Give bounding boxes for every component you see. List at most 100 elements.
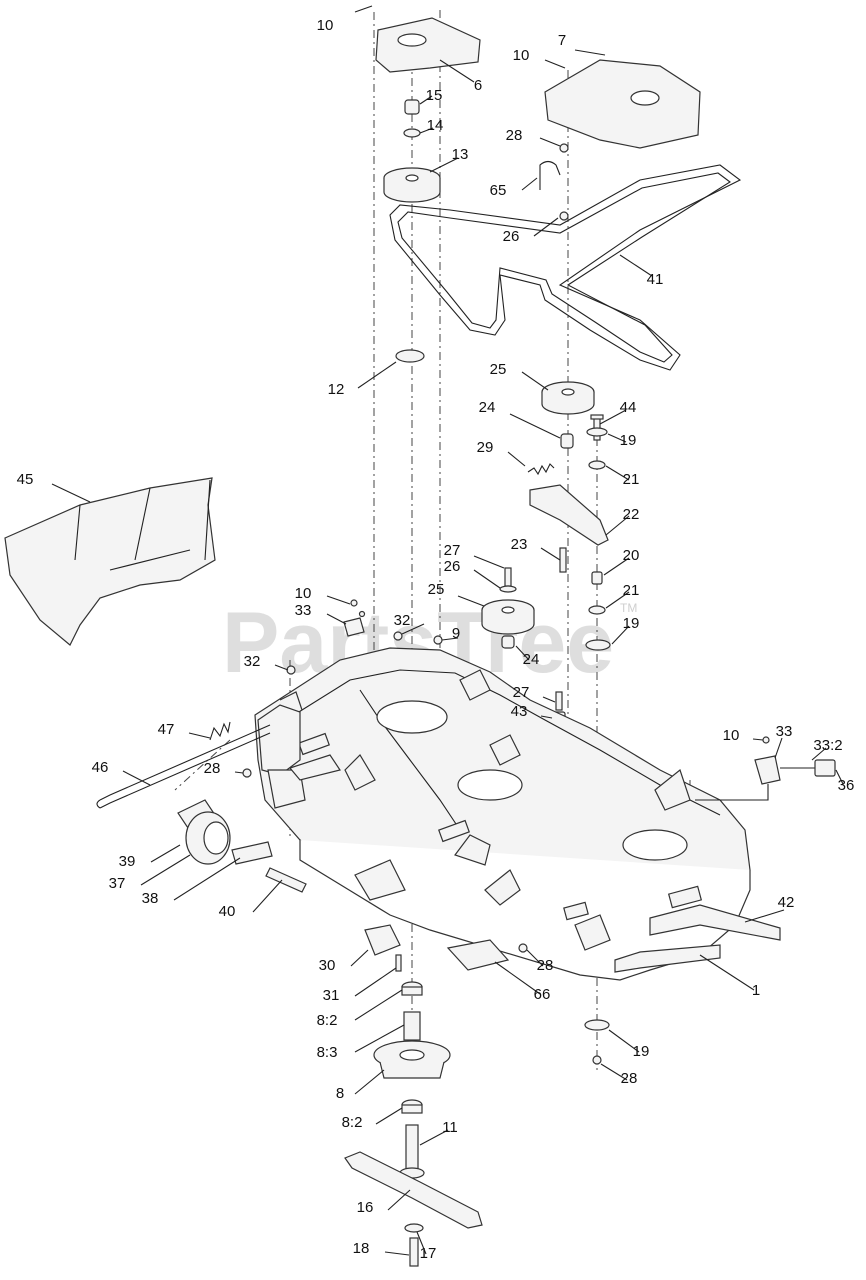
callout-leader <box>354 5 373 13</box>
callout-label: 10 <box>295 585 312 602</box>
callout-leader <box>387 1189 411 1211</box>
callout-label: 21 <box>623 582 640 599</box>
bolt-9 <box>433 635 443 645</box>
small-hardware-top <box>539 143 569 221</box>
lower-hardware <box>364 924 528 972</box>
idler-arm-22 <box>529 484 609 546</box>
callout-leader <box>401 623 425 635</box>
callout-leader <box>507 451 526 467</box>
blade-16 <box>344 1151 483 1229</box>
callout-label: 30 <box>319 957 336 974</box>
idler-pulley-25-mid <box>481 567 535 649</box>
callout-label: 65 <box>490 182 507 199</box>
nut-32-b <box>286 665 296 675</box>
washer-17 <box>404 1223 424 1233</box>
callout-leader <box>326 613 347 625</box>
callout-leader <box>599 409 627 425</box>
callout-label: 37 <box>109 875 126 892</box>
washer-19-lower <box>584 1019 610 1031</box>
callout-label: 29 <box>477 439 494 456</box>
callout-label: 27 <box>513 684 530 701</box>
callout-label: 28 <box>204 760 221 777</box>
nut-28-lower <box>592 1055 602 1065</box>
discharge-chute-45 <box>4 477 216 646</box>
callout-label: 47 <box>158 721 175 738</box>
idler-pulley-25-top <box>541 381 595 415</box>
spacer-24-top <box>560 433 574 449</box>
callout-leader <box>699 954 755 991</box>
callout-label: 11 <box>442 1119 458 1136</box>
callout-leader <box>521 177 538 191</box>
callout-leader <box>521 371 549 391</box>
callout-label: 36 <box>838 777 855 794</box>
callout-leader <box>611 625 630 645</box>
callout-leader <box>544 59 566 69</box>
washer-12 <box>395 349 425 363</box>
callout-label: 33 <box>776 723 793 740</box>
spring-29 <box>527 463 555 476</box>
callout-leader <box>419 95 433 105</box>
callout-label: 32 <box>244 653 261 670</box>
callout-leader <box>744 909 785 923</box>
callout-leader <box>607 433 627 443</box>
callout-leader <box>51 483 91 503</box>
callout-leader <box>419 1129 449 1146</box>
callout-label: 19 <box>633 1043 650 1060</box>
callout-label: 24 <box>479 399 496 416</box>
spindle-assembly-8 <box>373 981 451 1179</box>
callout-leader <box>252 879 283 913</box>
pulley-cover-left <box>375 17 481 73</box>
deck-skirt-strip <box>614 944 721 973</box>
callout-leader <box>494 961 541 995</box>
pulley-cover-right <box>544 59 701 149</box>
callout-leader <box>811 747 827 761</box>
callout-leader <box>574 49 606 56</box>
washer-21-a <box>588 460 606 470</box>
callout-leader <box>326 595 351 605</box>
callout-leader <box>603 557 630 576</box>
nut-32-a <box>393 631 403 641</box>
callout-label: 13 <box>452 146 469 163</box>
callout-leader <box>542 696 556 703</box>
callout-label: 9 <box>452 625 460 642</box>
bolt-27-lower <box>555 691 563 711</box>
callout-label: 8:2 <box>317 1012 338 1029</box>
callout-leader <box>600 1063 628 1081</box>
callout-label: 18 <box>353 1240 370 1257</box>
callout-label: 6 <box>474 77 482 94</box>
baffle-42 <box>649 904 781 941</box>
callout-leader <box>619 254 653 277</box>
callout-leader <box>188 732 211 739</box>
hardware-10-33-left <box>343 599 366 637</box>
callout-label: 31 <box>323 987 340 1004</box>
callout-leader <box>774 737 783 759</box>
callout-label: 17 <box>420 1245 437 1262</box>
callout-label: 21 <box>623 471 640 488</box>
callout-leader <box>354 967 397 997</box>
callout-label: 28 <box>537 957 554 974</box>
callout-leader <box>375 1107 403 1125</box>
callout-label: 10 <box>317 17 334 34</box>
callout-label: 1 <box>752 982 760 999</box>
callout-label: 14 <box>427 117 444 134</box>
drive-belt <box>389 164 742 371</box>
callout-label: 27 <box>444 542 461 559</box>
callout-leader <box>354 989 403 1021</box>
callout-label: 46 <box>92 759 109 776</box>
spacer-20 <box>591 571 603 585</box>
mower-deck-1 <box>254 647 751 981</box>
callout-leader <box>354 1069 385 1095</box>
bolt-18 <box>409 1237 419 1267</box>
callout-leader <box>234 771 244 774</box>
callout-label: 28 <box>506 127 523 144</box>
callout-label: 26 <box>503 228 520 245</box>
callout-label: 43 <box>511 703 528 720</box>
callout-leader <box>274 664 289 671</box>
callout-labels: 1067101514281365264112254424192921452227… <box>17 17 855 1262</box>
callout-leader <box>526 949 544 967</box>
callout-leader <box>150 844 181 863</box>
callout-label: 12 <box>328 381 345 398</box>
callout-leader <box>419 127 434 134</box>
callout-leader <box>457 595 485 607</box>
callout-label: 8 <box>336 1085 344 1102</box>
